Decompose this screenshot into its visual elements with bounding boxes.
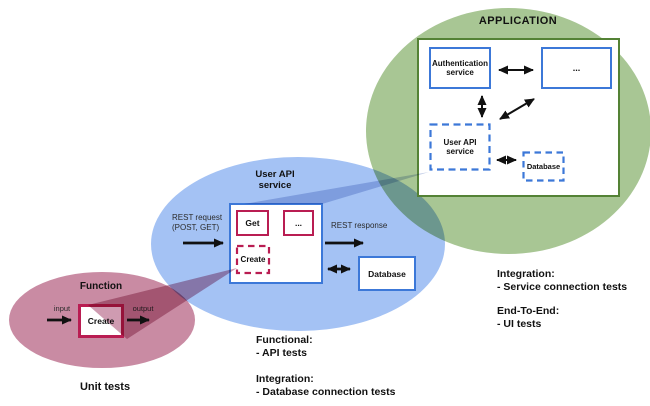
database-dashed-label: Database [526,162,561,171]
functional-caption-title: Functional: [256,334,313,346]
unit-tests-caption: Unit tests [79,381,131,393]
integration-db-caption-title: Integration: [256,373,314,385]
function-title: Function [79,281,123,292]
application-dots-label: ... [572,63,581,73]
application-title: APPLICATION [478,15,558,27]
integration-service-caption-title: Integration: [497,268,555,280]
user-api-service-dashed-label: User API service [443,137,477,157]
input-label: input [53,304,71,313]
database-label: Database [368,268,406,279]
get-box: Get [236,210,269,236]
rest-response-label: REST response [331,221,388,230]
rest-request-label: REST request (POST, GET) [172,213,223,232]
authentication-service-label: Authentication service [432,58,488,78]
get-label: Get [245,218,260,228]
end-to-end-caption-title: End-To-End: [497,305,560,317]
functional-caption-item: - API tests [256,347,307,359]
database-box: Database [358,256,416,291]
output-label: output [132,304,154,313]
integration-service-caption-item: - Service connection tests [497,281,628,293]
function-create-label: Create [87,316,115,326]
integration-db-caption-item: - Database connection tests [256,386,396,398]
user-api-dots-box: ... [283,210,314,236]
user-api-dots-label: ... [294,218,303,228]
end-to-end-caption-item: - UI tests [497,318,542,330]
function-create-box: Create [78,304,124,338]
create-dashed-label: Create [240,255,266,264]
user-api-service-title: User API service [255,169,295,191]
application-dots-box: ... [541,47,612,89]
authentication-service-box: Authentication service [429,47,491,89]
